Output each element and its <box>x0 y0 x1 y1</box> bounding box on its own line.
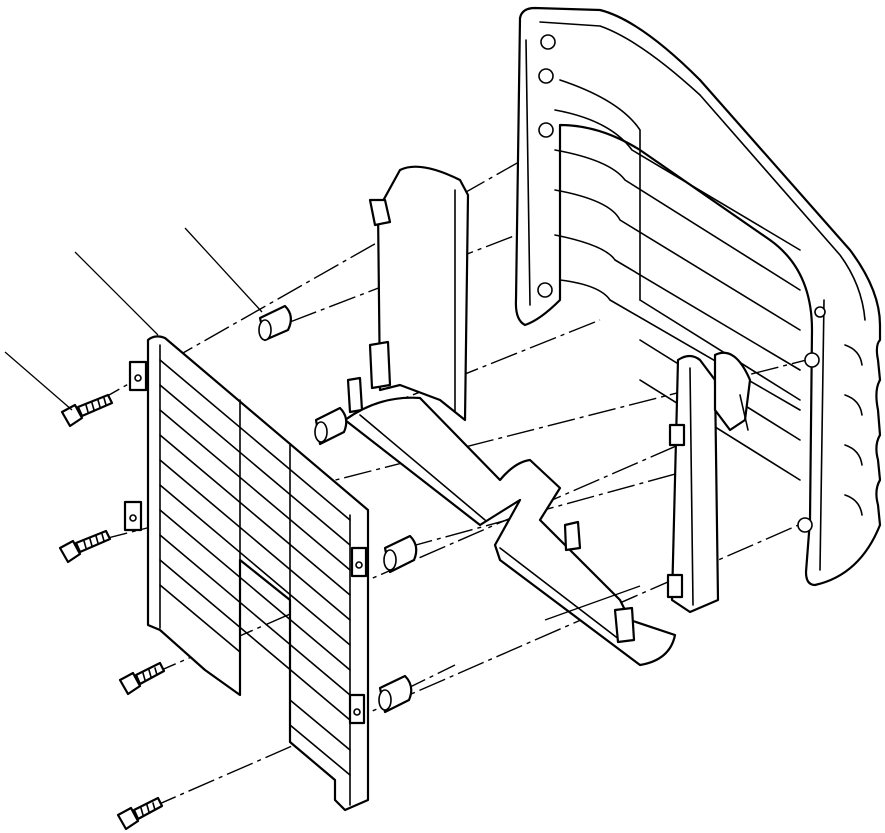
shell-inner-rib-9 <box>639 379 801 481</box>
support-bracket-left <box>346 165 470 422</box>
support-bracket-right <box>666 351 752 614</box>
shell-rim <box>539 21 866 321</box>
grille-bar-9 <box>159 559 351 721</box>
grille-bar-8 <box>159 534 351 696</box>
shell-mount-hole-2 <box>538 68 554 84</box>
spacer <box>378 674 413 714</box>
shell-mount-hole-5 <box>804 352 820 368</box>
grille-frame <box>146 335 370 812</box>
leader-line-grille <box>74 251 159 336</box>
spacer <box>383 534 418 574</box>
bracket-right-tab-edge <box>739 394 749 431</box>
shell-inner-rib-5 <box>554 234 801 371</box>
bottom-plate-fold-1 <box>359 414 486 521</box>
shell-mount-hole-3 <box>538 122 554 138</box>
seat-back-shell <box>514 6 882 587</box>
bracket-right-tab <box>713 351 752 432</box>
leader-lines <box>4 227 641 621</box>
spacer <box>258 304 292 342</box>
bracket-right-clip-top <box>668 423 686 447</box>
bracket-right-body <box>670 354 720 614</box>
bolt <box>60 393 114 428</box>
grille-bar-5 <box>159 459 351 621</box>
bottom-plate <box>343 396 677 667</box>
bolt <box>118 661 166 696</box>
shell-ridge-3 <box>844 444 863 466</box>
shell-inner-rib-3 <box>554 149 801 291</box>
shell-ridge-4 <box>844 494 863 516</box>
grille-bar-4 <box>159 434 351 596</box>
shell-ridge-2 <box>844 394 863 416</box>
shell-mount-hole-6 <box>797 517 813 533</box>
grille-bar-10 <box>159 584 241 653</box>
bracket-right-clip-bottom <box>666 573 684 599</box>
spacers <box>258 304 418 714</box>
shell-inner-rib-2 <box>554 109 801 251</box>
grille-bar-11 <box>289 699 351 751</box>
bracket-left-clip-bottom <box>368 340 392 390</box>
bracket-left-body <box>376 165 470 422</box>
shell-inner-rib-6 <box>559 279 801 411</box>
shell-mount-hole-4 <box>537 282 553 298</box>
bracket-left-clip-lower <box>346 376 364 414</box>
bottom-plate-body <box>343 396 677 667</box>
bracket-right-fold <box>689 367 694 606</box>
leader-line-bolt <box>4 351 73 411</box>
shell-inner-rib-7 <box>639 299 801 401</box>
shell-ridge-1 <box>844 344 863 366</box>
bolts <box>58 393 166 831</box>
bottom-plate-fold-2 <box>499 547 621 641</box>
shell-mount-hole-1 <box>540 34 556 50</box>
shell-left-edge <box>525 39 531 306</box>
bolt <box>58 529 112 564</box>
bracket-left-clip-top <box>368 198 392 227</box>
grille-bar-3 <box>159 409 351 571</box>
leader-line-spacer <box>184 227 263 313</box>
leader-line-plate <box>544 585 641 621</box>
bottom-plate-tab-2 <box>613 606 636 644</box>
grille-bar-12 <box>289 724 351 776</box>
shell-mount-hole-7 <box>814 306 826 318</box>
bottom-plate-tab-1 <box>563 520 582 552</box>
grille-bar-2 <box>159 384 351 546</box>
grille-guard <box>123 335 370 812</box>
grille-bar-6 <box>159 484 351 646</box>
spacer <box>314 406 348 446</box>
grille-bar-1 <box>159 359 351 521</box>
shell-inner-rib-4 <box>554 189 801 331</box>
shell-inner-rib-1 <box>559 79 641 301</box>
shell-right-edge <box>819 299 825 571</box>
shell-outer <box>514 6 882 587</box>
grille-bar-7 <box>159 509 351 671</box>
bolt <box>116 796 164 831</box>
